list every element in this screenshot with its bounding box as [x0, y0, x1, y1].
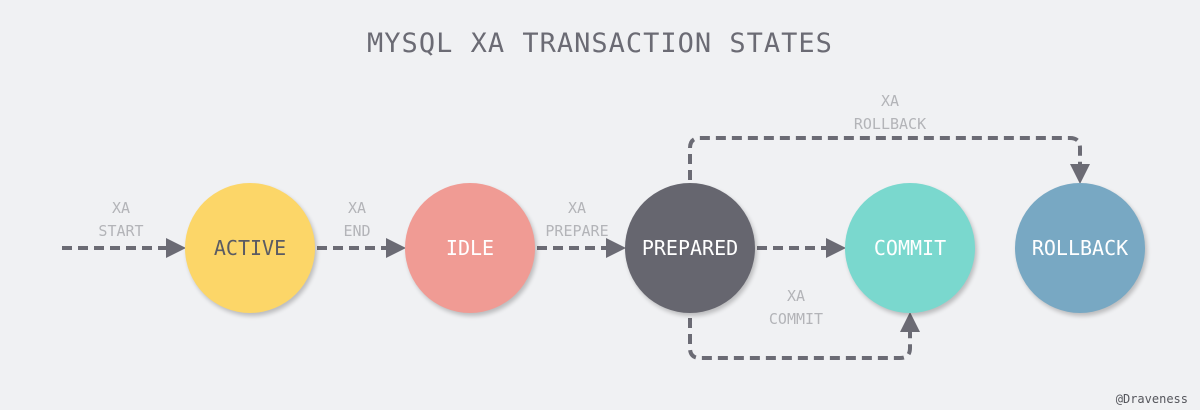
- state-idle: IDLE: [405, 183, 535, 313]
- state-active: ACTIVE: [185, 183, 315, 313]
- state-active-label: ACTIVE: [213, 236, 287, 260]
- edge-xa-commit-arrow: [688, 312, 920, 360]
- state-prepared-label: PREPARED: [641, 236, 739, 260]
- edge-xa-rollback-arrow: [688, 136, 1090, 184]
- state-rollback: ROLLBACK: [1015, 183, 1145, 313]
- state-prepared: PREPARED: [625, 183, 755, 313]
- diagram-title: MYSQL XA TRANSACTION STATES: [367, 28, 833, 59]
- state-commit: COMMIT: [845, 183, 975, 313]
- state-rollback-label: ROLLBACK: [1031, 236, 1129, 260]
- state-idle-label: IDLE: [445, 236, 495, 260]
- state-commit-label: COMMIT: [873, 236, 947, 260]
- author-credit: @Draveness: [1115, 392, 1188, 406]
